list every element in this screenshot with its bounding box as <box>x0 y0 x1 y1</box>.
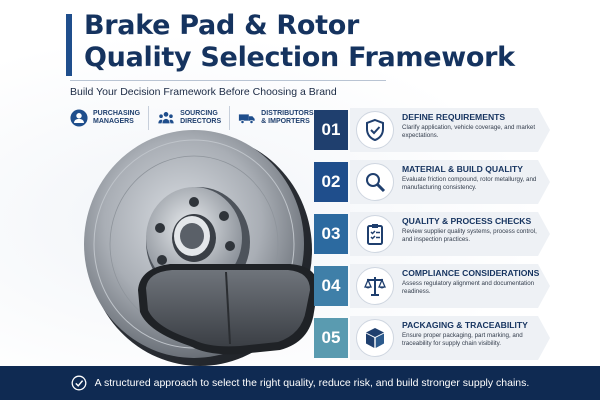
magnifier-icon <box>366 173 386 193</box>
step-2: 02 MATERIAL & BUILD QUALITY Evaluate fri… <box>314 160 550 204</box>
step-number: 04 <box>314 266 348 306</box>
step-number: 05 <box>314 318 348 358</box>
step-icon-circle <box>356 319 394 357</box>
title-accent-bar <box>66 14 72 76</box>
truck-icon <box>239 114 255 125</box>
title-divider <box>70 80 386 81</box>
people-icon <box>70 109 88 127</box>
audience-label: SOURCING DIRECTORS <box>180 110 222 125</box>
audience-label: DISTRIBUTORS & IMPORTERS <box>261 110 314 125</box>
footer-banner: A structured approach to select the righ… <box>0 366 600 400</box>
step-icon-circle <box>356 267 394 305</box>
step-title: COMPLIANCE CONSIDERATIONS <box>402 268 540 278</box>
step-description: Evaluate friction compound, rotor metall… <box>402 176 537 191</box>
step-3: 03 QUALITY & PROCESS CHECKS Review suppl… <box>314 212 550 256</box>
audience-item-distributors: DISTRIBUTORS & IMPORTERS <box>238 106 321 130</box>
audience-label: PURCHASING MANAGERS <box>93 110 141 125</box>
box-icon <box>366 328 384 348</box>
step-number: 03 <box>314 214 348 254</box>
step-title: PACKAGING & TRACEABILITY <box>402 320 528 330</box>
step-icon-circle <box>356 111 394 149</box>
brake-pad-illustration <box>130 250 325 365</box>
clipboard-icon <box>367 224 383 245</box>
audience-row: PURCHASING MANAGERS SOURCING DIRECTORS D… <box>70 106 330 130</box>
step-title: MATERIAL & BUILD QUALITY <box>402 164 523 174</box>
title-line-2: Quality Selection Framework <box>84 42 515 73</box>
step-description: Review supplier quality systems, process… <box>402 228 537 243</box>
team-icon <box>158 112 174 124</box>
check-circle-icon <box>71 375 87 391</box>
page-title: Brake Pad & Rotor Quality Selection Fram… <box>84 10 515 74</box>
subtitle: Build Your Decision Framework Before Cho… <box>70 86 337 98</box>
shield-check-icon <box>366 118 384 142</box>
footer-text: A structured approach to select the righ… <box>94 377 530 389</box>
step-description: Assess regulatory alignment and document… <box>402 280 535 295</box>
step-5: 05 PACKAGING & TRACEABILITY Ensure prope… <box>314 316 550 360</box>
step-title: QUALITY & PROCESS CHECKS <box>402 216 532 226</box>
step-icon-circle <box>356 215 394 253</box>
step-1: 01 DEFINE REQUIREMENTS Clarify applicati… <box>314 108 550 152</box>
step-description: Clarify application, vehicle coverage, a… <box>402 124 536 139</box>
step-number: 01 <box>314 110 348 150</box>
audience-item-sourcing: SOURCING DIRECTORS <box>157 106 231 130</box>
step-description: Ensure proper packaging, part marking, a… <box>402 332 523 347</box>
step-icon-circle <box>356 163 394 201</box>
scales-icon <box>364 277 386 296</box>
audience-item-purchasing: PURCHASING MANAGERS <box>70 106 150 130</box>
title-line-1: Brake Pad & Rotor <box>84 10 360 41</box>
step-number: 02 <box>314 162 348 202</box>
step-4: 04 COMPLIANCE CONSIDERATIONS Assess regu… <box>314 264 550 308</box>
step-title: DEFINE REQUIREMENTS <box>402 112 506 122</box>
